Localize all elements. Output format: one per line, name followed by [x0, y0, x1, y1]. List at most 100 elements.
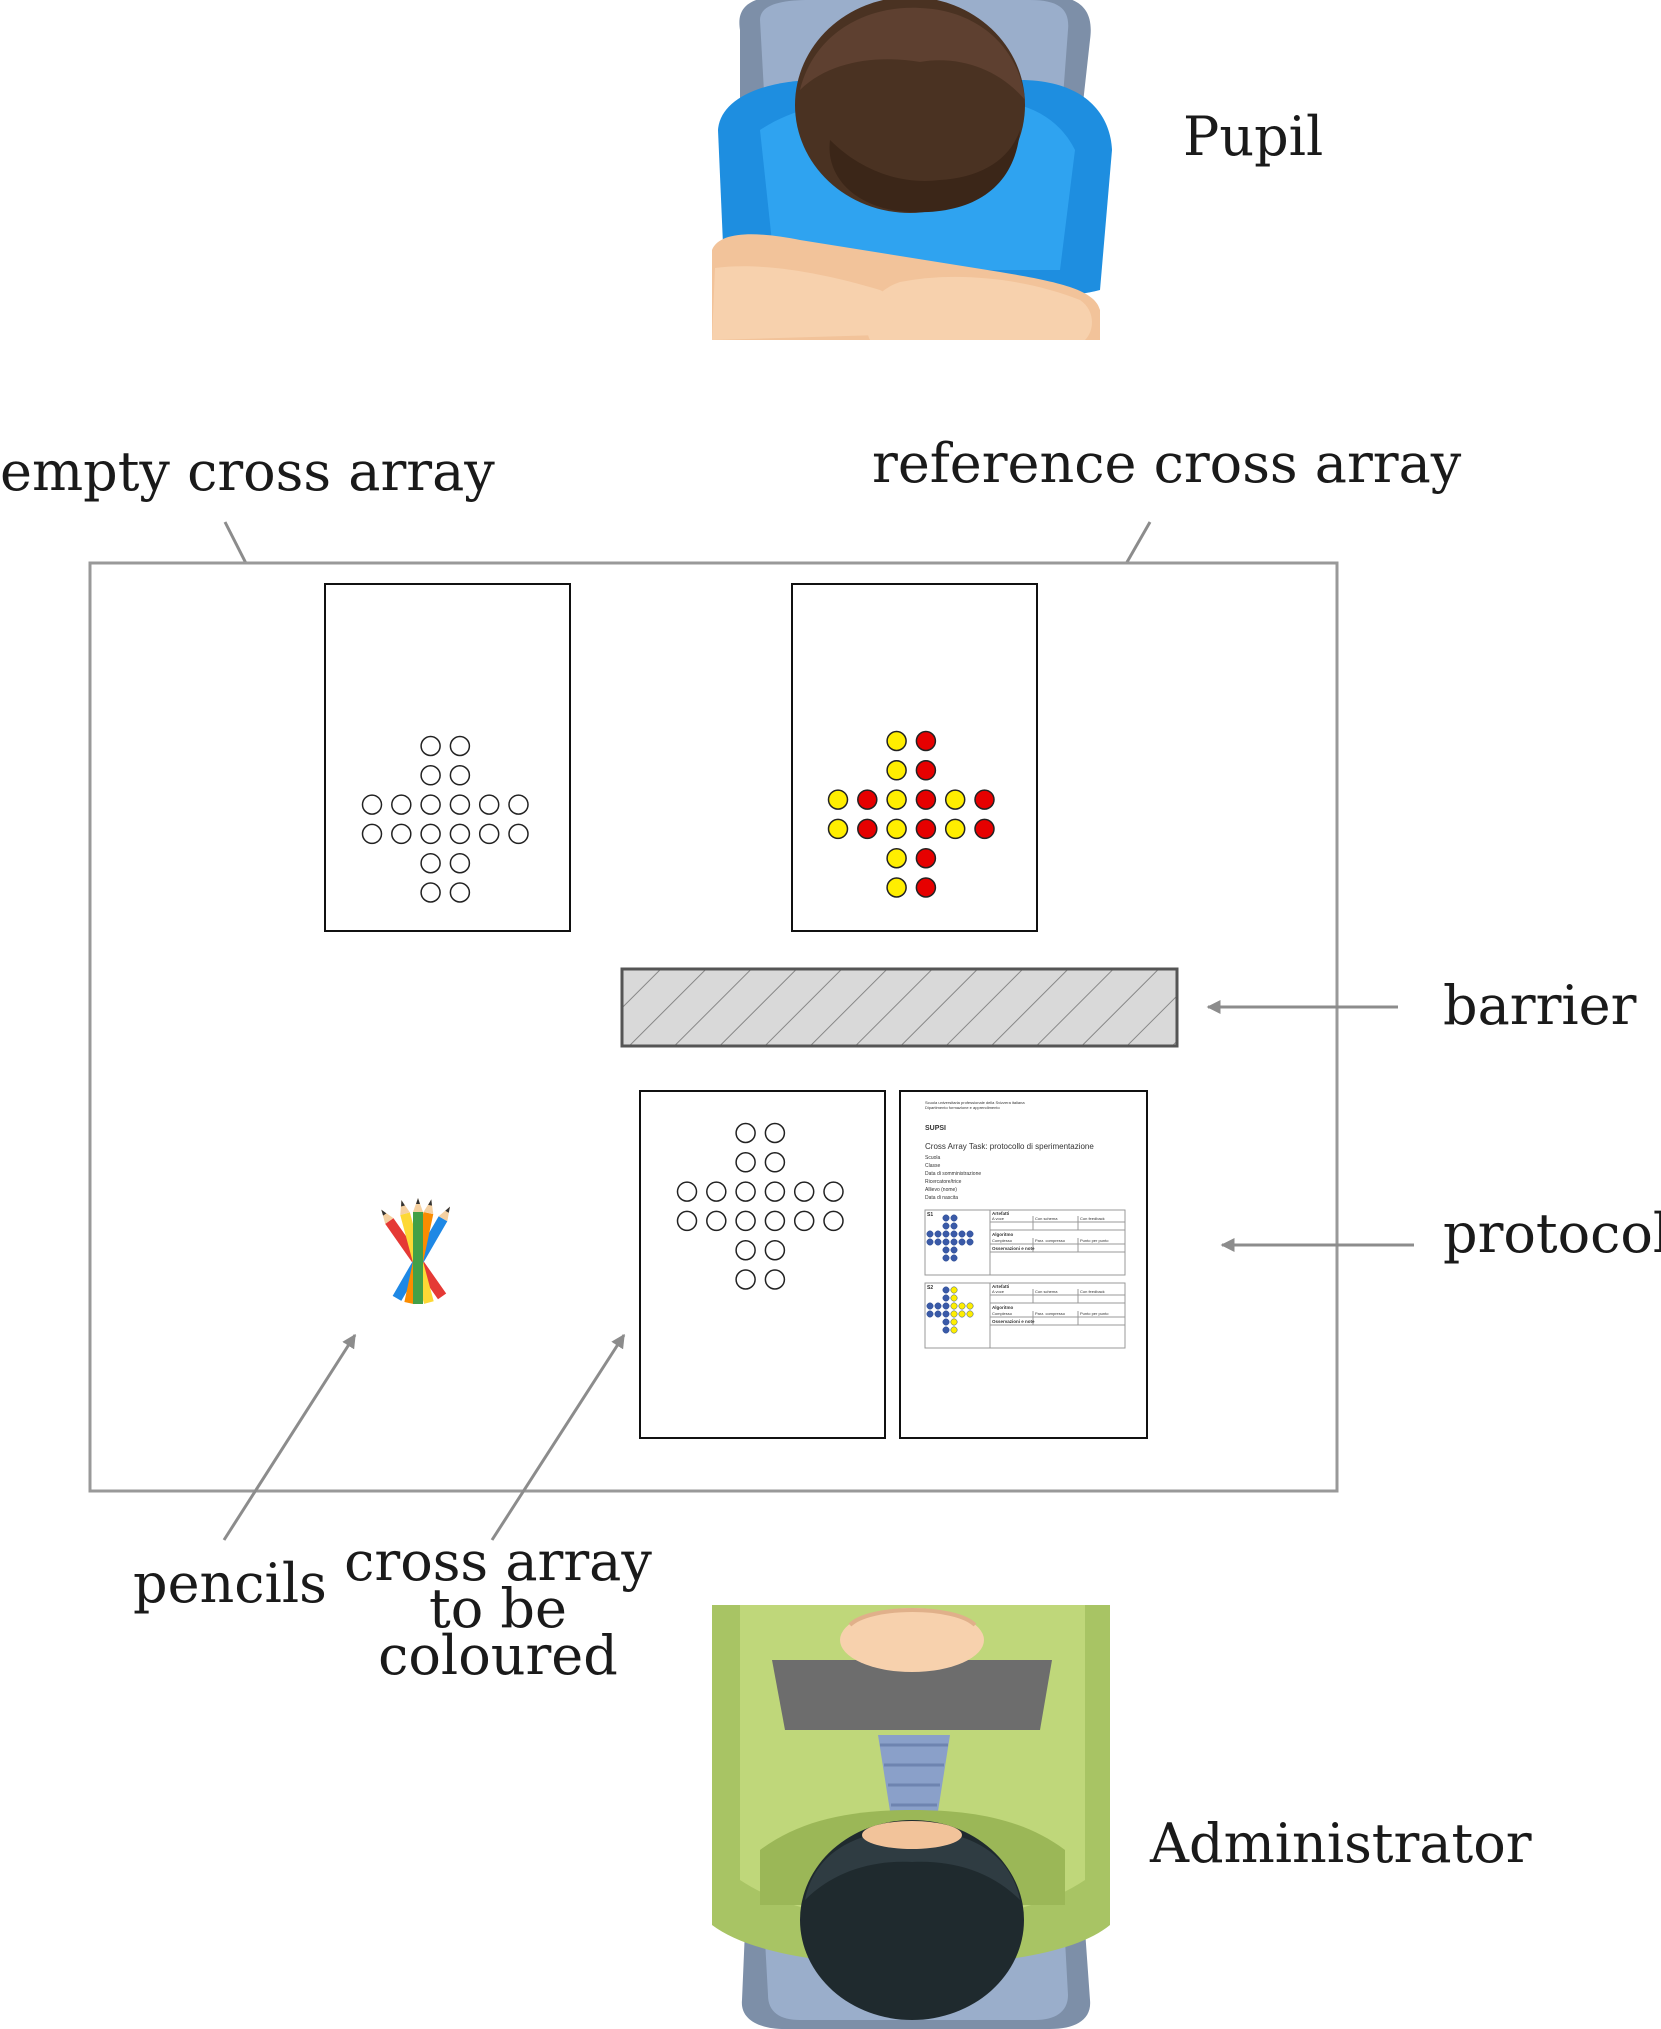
protocol-algorithm-label: Algoritmo [992, 1232, 1013, 1237]
protocol-cross-dot [942, 1254, 950, 1262]
reference-cross-dot [915, 877, 937, 898]
protocol-cross-dot [934, 1238, 942, 1246]
protocol-mode: Con feedback [1080, 1216, 1105, 1221]
empty-cross-dot [361, 823, 383, 845]
cross-array-to-be-coloured [676, 1122, 844, 1290]
protocol-level: Punto per punto [1080, 1311, 1109, 1316]
empty-cross-dot [449, 852, 471, 874]
protocol-label: protocol [1443, 1202, 1661, 1265]
reference-cross-dot [886, 877, 907, 898]
empty-cross-dot [449, 765, 471, 786]
protocol-sheet [899, 1090, 1148, 1439]
reference-cross-dot [857, 789, 878, 810]
uncoloured-cross-dot [764, 1181, 786, 1202]
protocol-cross-dot [926, 1302, 934, 1310]
protocol-cross-dot [966, 1302, 974, 1310]
protocol-cross-dot [926, 1238, 934, 1246]
empty-cross-dot [420, 765, 441, 786]
protocol-cross-dot [950, 1310, 958, 1318]
cross-array-to-be-coloured-label-line-1: cross array [344, 1530, 652, 1593]
empty-cross-dot [420, 852, 441, 874]
protocol-cross-dot [942, 1246, 950, 1254]
protocol-field: Classe [925, 1163, 941, 1169]
uncoloured-cross-dot [735, 1239, 756, 1261]
empty-cross-dot [391, 823, 412, 845]
protocol-cross-dot [966, 1310, 974, 1318]
protocol-cross-dot [942, 1326, 950, 1334]
uncoloured-cross-dot [735, 1181, 756, 1202]
empty-cross-dot [420, 735, 441, 757]
uncoloured-cross-dot [735, 1122, 756, 1144]
reference-cross-dot [857, 818, 878, 840]
empty-cross-dot [508, 823, 529, 845]
protocol-cross-dot [942, 1302, 950, 1310]
protocol-cross-dot [958, 1310, 966, 1318]
uncoloured-cross-dot [735, 1269, 756, 1290]
protocol-cross-dot [950, 1246, 958, 1254]
reference-cross-dot [886, 818, 907, 840]
reference-cross-dot [827, 818, 849, 840]
protocol-cross-dot [950, 1222, 958, 1230]
protocol-cross-dot [950, 1238, 958, 1246]
protocol-cross-dot [950, 1254, 958, 1262]
protocol-level: Parz. compresso [1035, 1311, 1066, 1316]
protocol-header-1: Scuola universitaria professionale della… [925, 1100, 1025, 1105]
protocol-cross-dot [926, 1230, 934, 1238]
administrator-icon [712, 1605, 1110, 2029]
reference-cross-array [827, 730, 995, 898]
empty-cross-array-label: empty cross array [0, 440, 495, 503]
empty-cross-dot [508, 794, 529, 815]
protocol-cross-dot [934, 1310, 942, 1318]
barrier-label: barrier [1443, 974, 1637, 1037]
protocol-cross-dot [942, 1238, 950, 1246]
protocol-cross-dot [942, 1294, 950, 1302]
protocol-cross-dot [958, 1302, 966, 1310]
protocol-cross-dot [958, 1230, 966, 1238]
reference-cross-dot [886, 789, 907, 810]
reference-cross-array-label: reference cross array [872, 432, 1462, 495]
protocol-cross-dot [950, 1286, 958, 1294]
reference-cross-dot [944, 789, 966, 810]
protocol-sheet-content: Scuola universitaria professionale della… [924, 1100, 1126, 1349]
uncoloured-cross-dot [735, 1152, 756, 1173]
protocol-cross-dot [942, 1310, 950, 1318]
reference-cross-array-sheet [791, 583, 1038, 932]
protocol-mode: Con schema [1035, 1216, 1058, 1221]
pencils-arrow [222, 1333, 357, 1541]
uncoloured-cross-dot [764, 1239, 786, 1261]
uncoloured-cross-dot [764, 1210, 786, 1232]
protocol-field: Allievo (nome) [925, 1187, 957, 1193]
reference-cross-dot [886, 760, 907, 781]
empty-cross-dot [420, 882, 441, 903]
reference-cross-dot [915, 730, 937, 752]
reference-cross-dot [915, 847, 937, 869]
protocol-cross-dot [950, 1326, 958, 1334]
protocol-title: Cross Array Task: protocollo di sperimen… [925, 1142, 1094, 1151]
cross-array-to-be-coloured-arrow [490, 1333, 626, 1541]
protocol-item-id: S2 [927, 1285, 933, 1291]
reference-cross-dot [886, 730, 907, 752]
protocol-artefact-label: Artefatti [992, 1284, 1009, 1289]
protocol-cross-dot [958, 1238, 966, 1246]
protocol-item-s1: S1 Artefatti A voce Con schema Con feedb… [924, 1209, 1126, 1276]
protocol-cross-dot [934, 1230, 942, 1238]
protocol-cross-dot [950, 1294, 958, 1302]
protocol-item-id: S1 [927, 1212, 933, 1218]
empty-cross-dot [361, 794, 383, 815]
protocol-field: Ricercatore/trice [925, 1179, 962, 1185]
empty-cross-dot [449, 882, 471, 903]
cross-array-to-be-coloured-label-line-2: to be [429, 1577, 567, 1640]
empty-cross-dot [420, 823, 441, 845]
protocol-cross-dot [950, 1302, 958, 1310]
uncoloured-cross-dot [764, 1152, 786, 1173]
uncoloured-cross-dot [764, 1269, 786, 1290]
uncoloured-cross-dot [823, 1210, 844, 1232]
reference-cross-dot [915, 818, 937, 840]
protocol-notes-label: Osservazioni e note [992, 1246, 1035, 1251]
protocol-cross-dot [934, 1302, 942, 1310]
empty-cross-dot [478, 823, 500, 845]
protocol-cross-s1 [926, 1214, 974, 1262]
reference-cross-dot [915, 789, 937, 810]
protocol-logo: SUPSI [925, 1125, 946, 1132]
